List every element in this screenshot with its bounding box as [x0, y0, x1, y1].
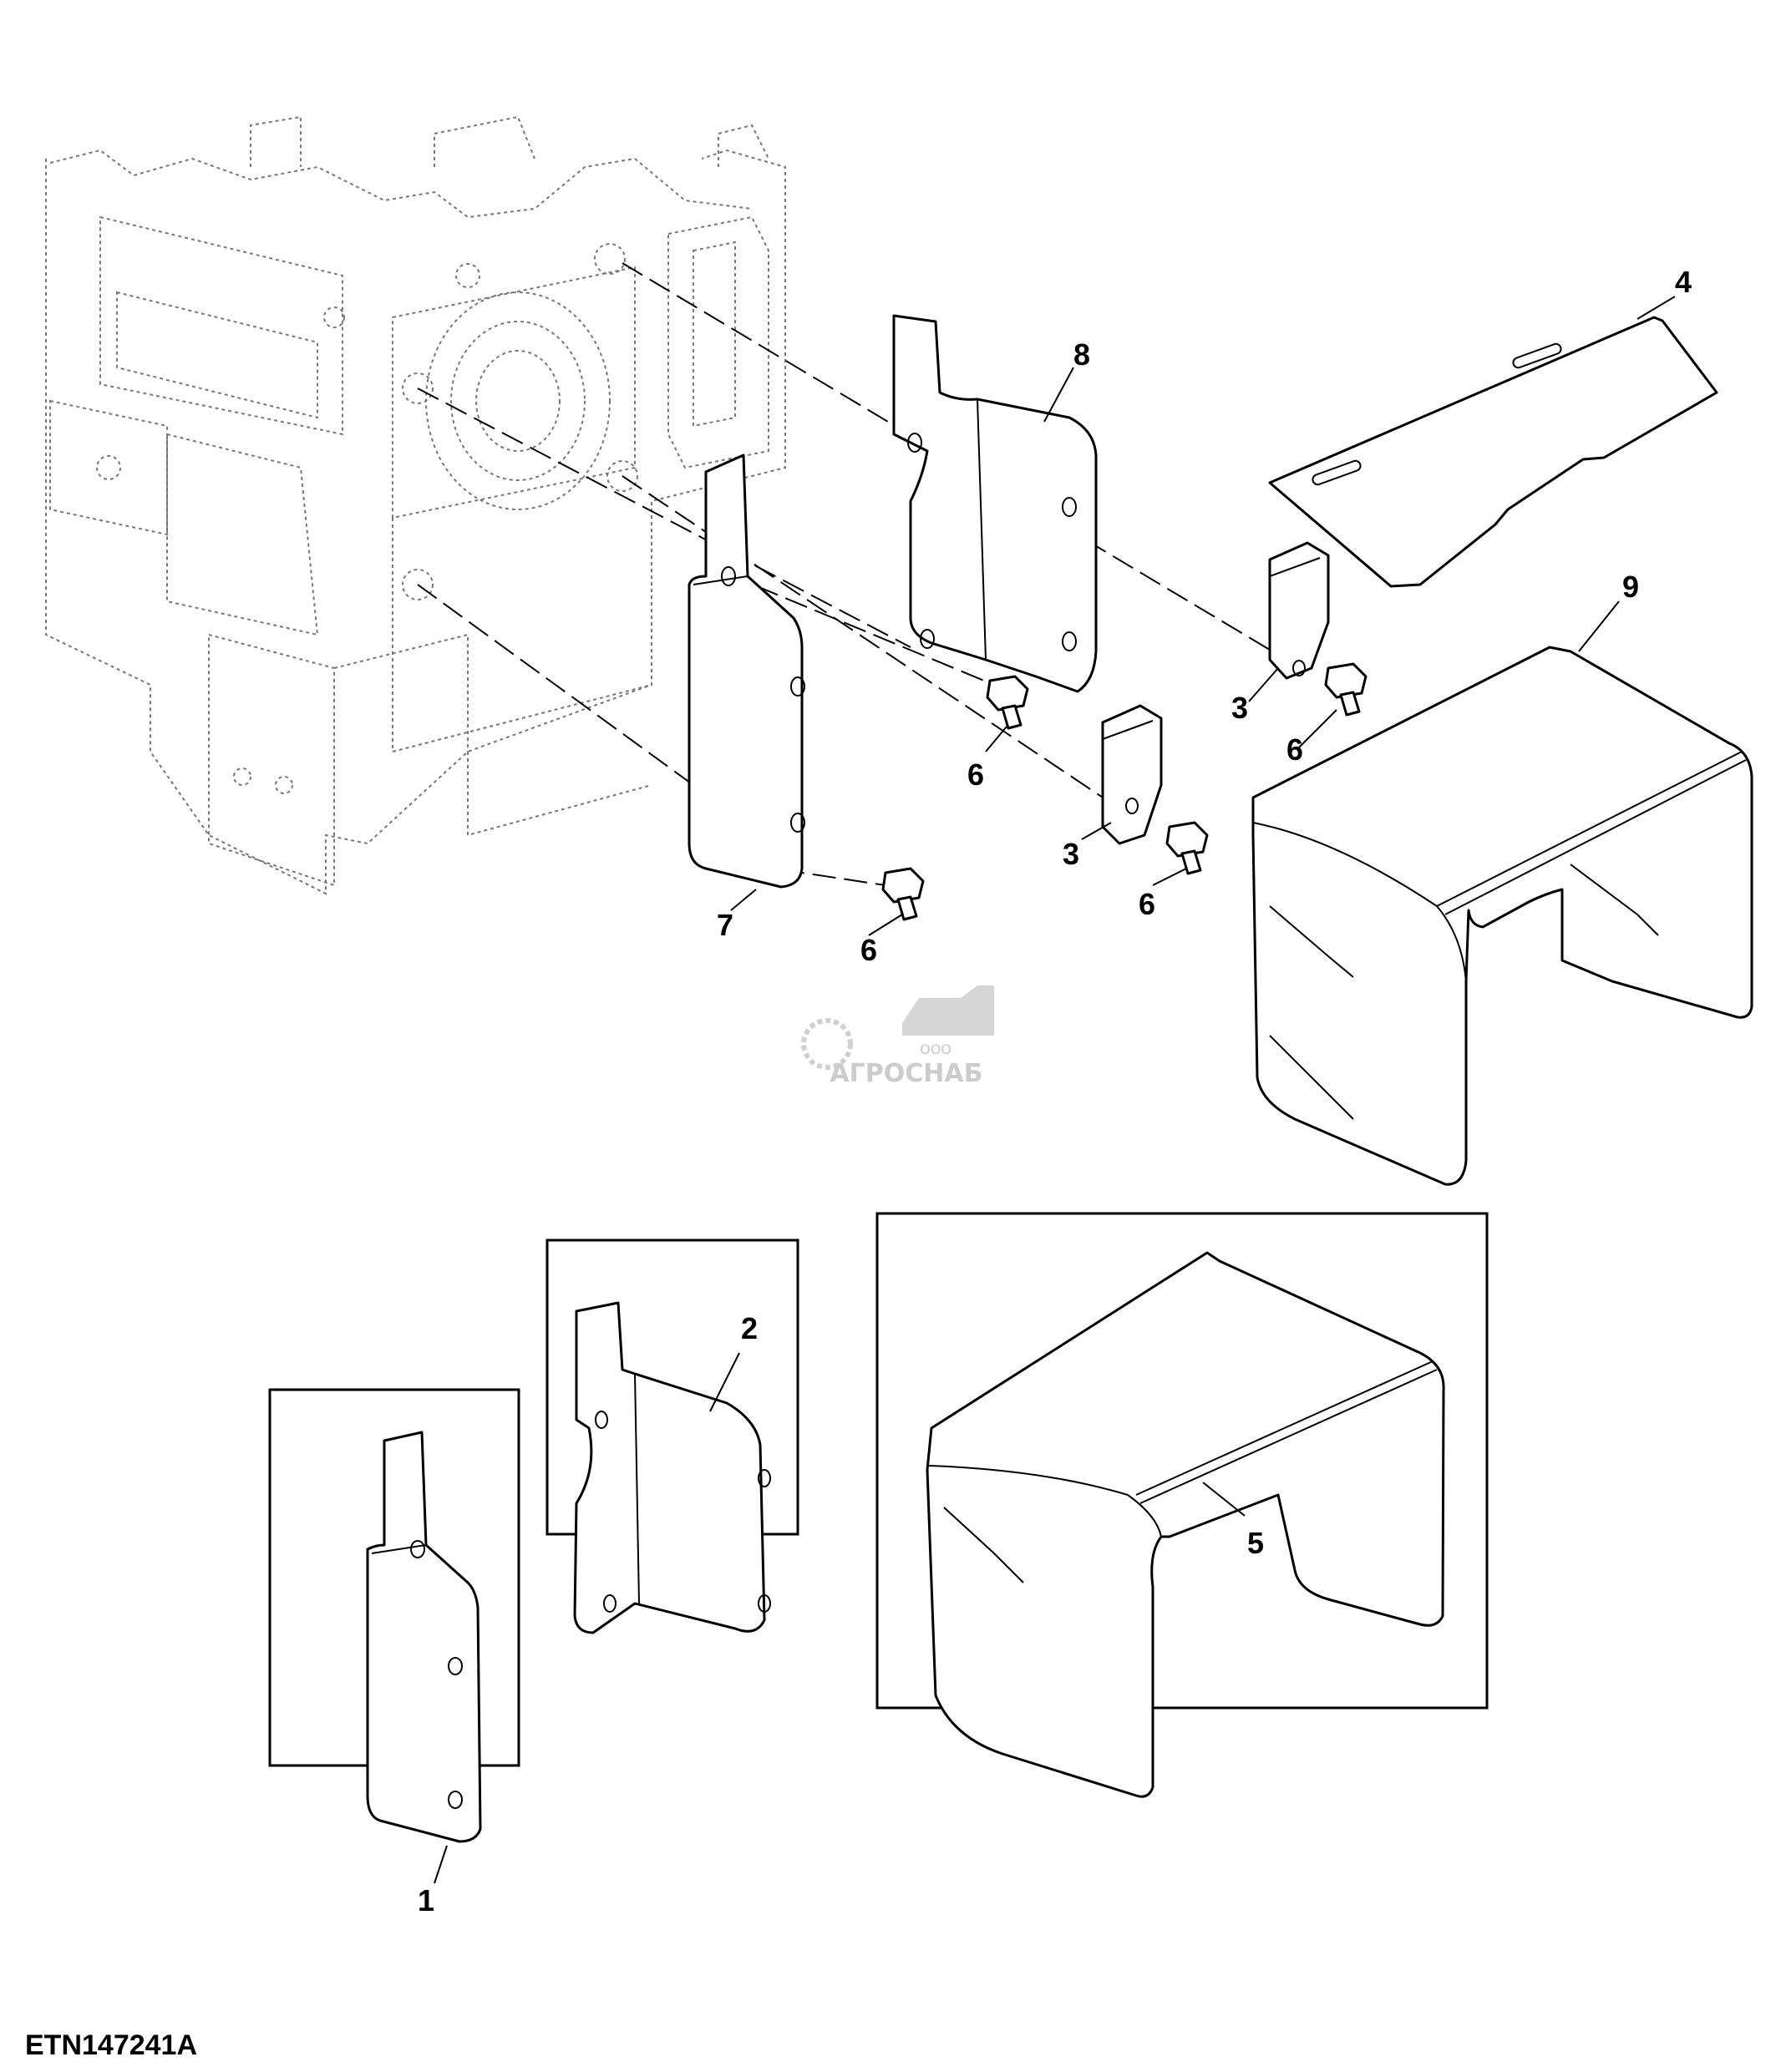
callout-3-upper: 3: [1231, 691, 1248, 725]
callout-labels: 4 8 9 3 6 6 3 6 7 6 2 5 1: [418, 265, 1692, 1917]
callout-6-lower-left: 6: [860, 933, 877, 967]
callout-9: 9: [1622, 570, 1639, 604]
callout-2: 2: [741, 1311, 758, 1345]
callout-4: 4: [1675, 265, 1692, 299]
agrosnab-watermark: ООО АГРОСНАБ: [801, 985, 994, 1088]
part-6-bolt-d: [881, 867, 925, 921]
callout-6-upper-left: 6: [967, 757, 984, 792]
part-6-bolt-c: [1165, 821, 1209, 875]
part-8-bracket: [892, 314, 1098, 693]
callout-5: 5: [1247, 1526, 1264, 1560]
engine-block-phantom: [45, 115, 786, 895]
part-4-plate: [1268, 316, 1718, 588]
part-3-clip-upper: [1268, 541, 1330, 680]
part-6-bolt-b: [1324, 662, 1368, 717]
part-6-bolt-a: [986, 675, 1029, 730]
callout-1: 1: [418, 1883, 434, 1917]
figure-code: ETN147241A: [25, 2029, 197, 2061]
part-3-clip-lower: [1101, 704, 1163, 845]
part-2-bracket: [573, 1301, 771, 1634]
detail-box-part-5: [875, 1212, 1489, 1710]
callout-3-lower: 3: [1063, 837, 1079, 871]
watermark-brand: АГРОСНАБ: [830, 1059, 982, 1088]
tractor-logo-icon: [902, 985, 994, 1036]
part-5-cover: [926, 1251, 1445, 1798]
part-9-cover: [1251, 646, 1753, 1186]
callout-8: 8: [1073, 337, 1090, 372]
leader-lines: [434, 296, 1676, 1884]
part-7-bracket: [688, 453, 805, 889]
callout-6-upper-right: 6: [1286, 732, 1303, 767]
part-1-bracket: [366, 1431, 482, 1843]
gear-logo-icon: [801, 1018, 853, 1070]
callout-7: 7: [717, 908, 733, 942]
watermark-prefix: ООО: [920, 1041, 951, 1057]
callout-6-lower-right: 6: [1139, 887, 1155, 921]
